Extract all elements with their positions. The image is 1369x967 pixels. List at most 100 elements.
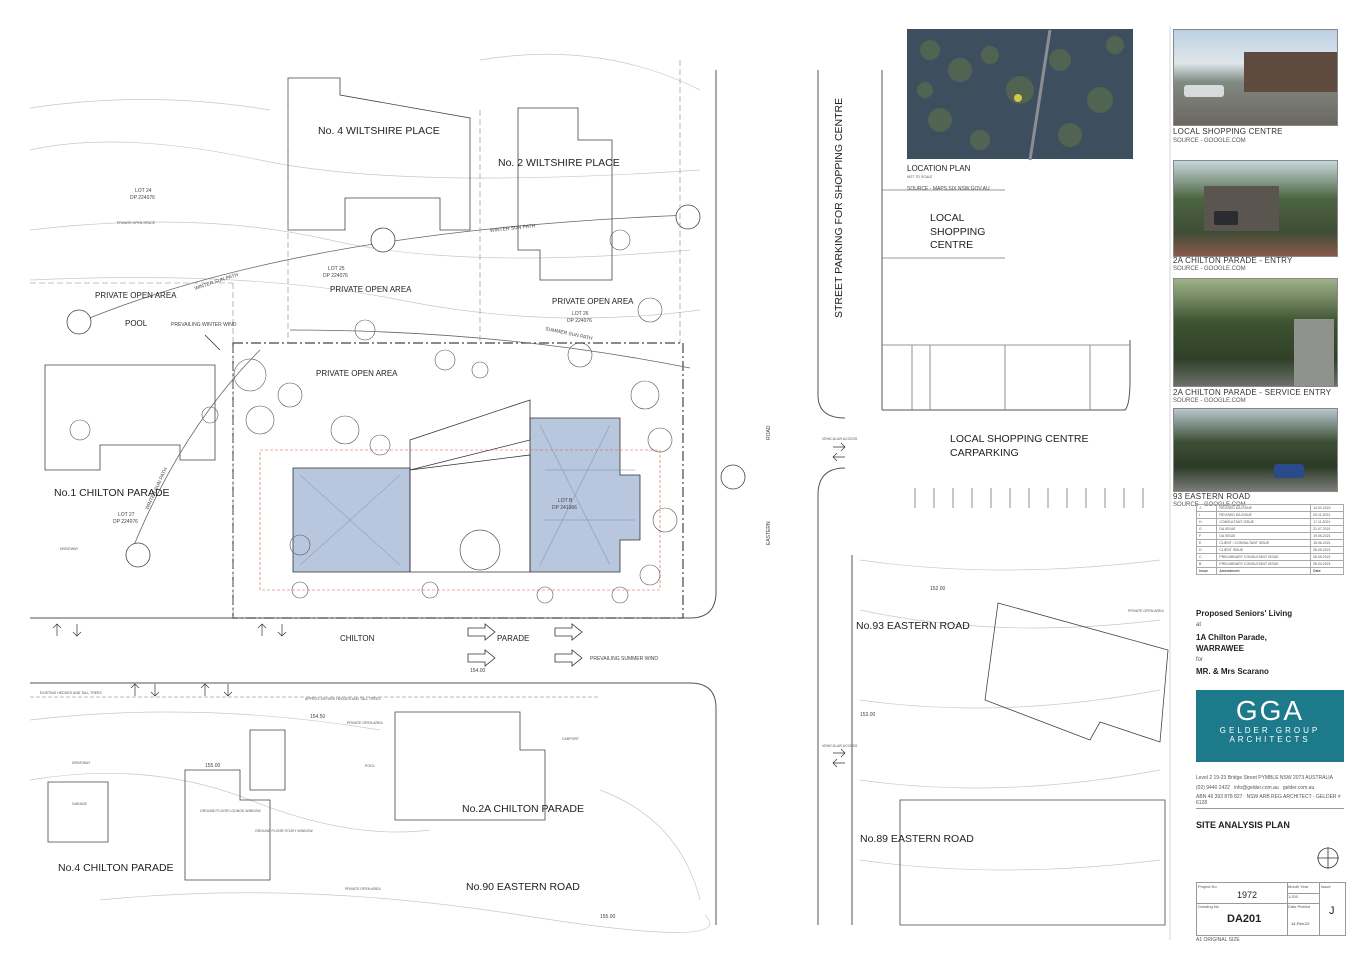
label-rl154-50: 154.50 — [310, 714, 326, 720]
office-email: info@gelder.com.au — [1234, 785, 1279, 791]
location-plan-note: NOT TO SCALE — [907, 175, 933, 179]
aerial-texture — [917, 36, 1124, 150]
label-parade: PARADE — [497, 634, 529, 643]
drawing-no-label: Drawing No — [1198, 904, 1219, 909]
label-driveway-1: DRIVEWAY — [60, 547, 79, 551]
cell-project-no: Project No 1972 — [1197, 883, 1288, 904]
project-no-label: Project No — [1198, 884, 1217, 889]
label-winter-sun-path-2: WINTER SUN PATH — [490, 223, 536, 234]
label-dp-b: DP 241966 — [552, 505, 577, 511]
label-garage: GARAGE — [72, 802, 88, 806]
project-details-grid: Project No 1972 Month Year 1:200 Issue J… — [1196, 882, 1346, 936]
label-no4-chilton: No.4 CHILTON PARADE — [58, 862, 174, 874]
label-dp25: DP 224076 — [323, 273, 348, 279]
revision-cell: 21.07.2021 — [1310, 525, 1344, 533]
cell-date: Month Year — [1287, 883, 1319, 894]
project-address-2: WARRAWEE — [1196, 644, 1244, 653]
label-carport: CARPORT — [562, 737, 580, 741]
cell-scale: 1:200 — [1287, 893, 1319, 904]
label-gf-study: GROUND FLOOR STUDY WINDOW — [255, 829, 313, 833]
gga-logo-sub-1: GELDER GROUP — [1219, 726, 1321, 735]
label-no90-eastern: No.90 EASTERN ROAD — [466, 881, 580, 893]
north-arrow-icon — [1317, 847, 1339, 869]
office-contacts: (02) 9440 2422 info@gelder.com.au gelder… — [1196, 785, 1346, 791]
office-address: Level 2 19-23 Bridge Street PYMBLE NSW 2… — [1196, 775, 1334, 781]
original-size: A1 ORIGINAL SIZE — [1196, 937, 1240, 943]
label-no1-chilton: No.1 CHILTON PARADE — [54, 487, 170, 499]
label-dp27: DP 224076 — [113, 519, 138, 525]
vehicular-access-arrows — [52, 442, 846, 768]
label-private-open-area-2: PRIVATE OPEN AREA — [330, 285, 412, 294]
label-private-open-space: PRIVATE OPEN SPACE — [117, 221, 156, 225]
office-registration: NSW ARB REG ARCHITECT - GELDER # 6128 — [1196, 794, 1341, 806]
label-prevailing-summer-wind: PREVAILING SUMMER WIND — [590, 656, 658, 662]
sun-symbols — [66, 204, 746, 568]
revision-cell: 17.11.2021 — [1310, 518, 1344, 526]
label-local-shopping-1: LOCAL — [930, 212, 965, 224]
cell-issue: Issue J — [1319, 883, 1346, 935]
label-rl152: 152.00 — [930, 586, 946, 592]
revision-cell: PRELIMINARY CONSULTANT ISSUE — [1216, 553, 1312, 561]
gga-logo-text: GGA — [1235, 695, 1305, 726]
photo-2a-chilton-entry — [1173, 160, 1338, 257]
label-local-shopping-2: SHOPPING — [930, 226, 985, 238]
revision-cell: F — [1195, 532, 1218, 540]
photo-caption-4: 93 EASTERN ROAD — [1173, 492, 1251, 501]
label-private-open-area-90: PRIVATE OPEN AREA — [345, 887, 381, 891]
project-no: 1972 — [1237, 890, 1258, 900]
revision-cell: I — [1195, 511, 1218, 519]
label-street-parking: STREET PARKING FOR SHOPPING CENTRE — [833, 98, 845, 318]
label-carparking-line2: CARPARKING — [950, 447, 1019, 459]
revision-cell: 15.06.2021 — [1310, 539, 1344, 547]
project-address-1: 1A Chilton Parade, — [1196, 633, 1267, 642]
photo-local-shopping-centre — [1173, 29, 1338, 126]
photo-source-3: SOURCE - GOOGLE.COM — [1173, 398, 1246, 404]
label-lot-b: LOT B — [558, 498, 573, 504]
revision-cell: G — [1195, 525, 1218, 533]
label-vehicular-access-1: VEHICULAR ACCESS — [822, 437, 858, 441]
revision-cell: REVISED DA ISSUE — [1216, 511, 1312, 519]
photo-2a-chilton-service-entry — [1173, 278, 1338, 387]
office-web: gelder.com.au — [1282, 785, 1315, 791]
label-private-open-area-4: PRIVATE OPEN AREA — [316, 369, 398, 378]
contour-lines — [29, 53, 1161, 933]
revision-cell: DA ISSUE — [1216, 532, 1312, 540]
label-carparking-line1: LOCAL SHOPPING CENTRE — [950, 433, 1088, 445]
label-hedges: APPROX 2M HIGH HEDGES AND TALL TREES — [305, 697, 381, 701]
revision-header-cell: Date — [1310, 567, 1344, 575]
revision-header-cell: Issue — [1195, 567, 1218, 575]
wind-arrows — [204, 334, 583, 667]
label-rl155-b: 155.00 — [600, 914, 616, 920]
issue-label: Issue — [1321, 884, 1331, 889]
label-private-open-area-1: PRIVATE OPEN AREA — [95, 291, 177, 300]
label-dp24: DP 224076 — [130, 195, 155, 201]
label-no4-wiltshire: No. 4 WILTSHIRE PLACE — [318, 125, 440, 137]
location-plan-title: LOCATION PLAN — [907, 164, 971, 173]
revision-cell: B — [1195, 560, 1218, 568]
cell-drawing-no: Drawing No DA201 — [1197, 903, 1288, 935]
location-plan-source: SOURCE - MAPS.SIX.NSW.GOV.AU — [907, 186, 990, 192]
photo-source-1: SOURCE - GOOGLE.COM — [1173, 138, 1246, 144]
label-no89-eastern: No.89 EASTERN ROAD — [860, 833, 974, 845]
project-at: at — [1196, 622, 1202, 628]
lot-boundaries — [30, 60, 681, 618]
label-pool-2: POOL — [365, 764, 375, 768]
gga-logo-sub-2: ARCHITECTS — [1229, 735, 1311, 744]
divider-sheet-title — [1196, 808, 1344, 809]
label-gf-lounge: GROUND FLOOR LOUNGE WINDOW — [200, 809, 261, 813]
carpark-stalls — [914, 488, 1144, 508]
revision-cell: CONSULTANT ISSUE — [1216, 518, 1312, 526]
revision-cell: 28.05.2021 — [1310, 546, 1344, 554]
sun-paths — [79, 214, 691, 556]
sheet-title: SITE ANALYSIS PLAN — [1196, 820, 1290, 830]
scale-value: 1:200 — [1288, 894, 1299, 899]
